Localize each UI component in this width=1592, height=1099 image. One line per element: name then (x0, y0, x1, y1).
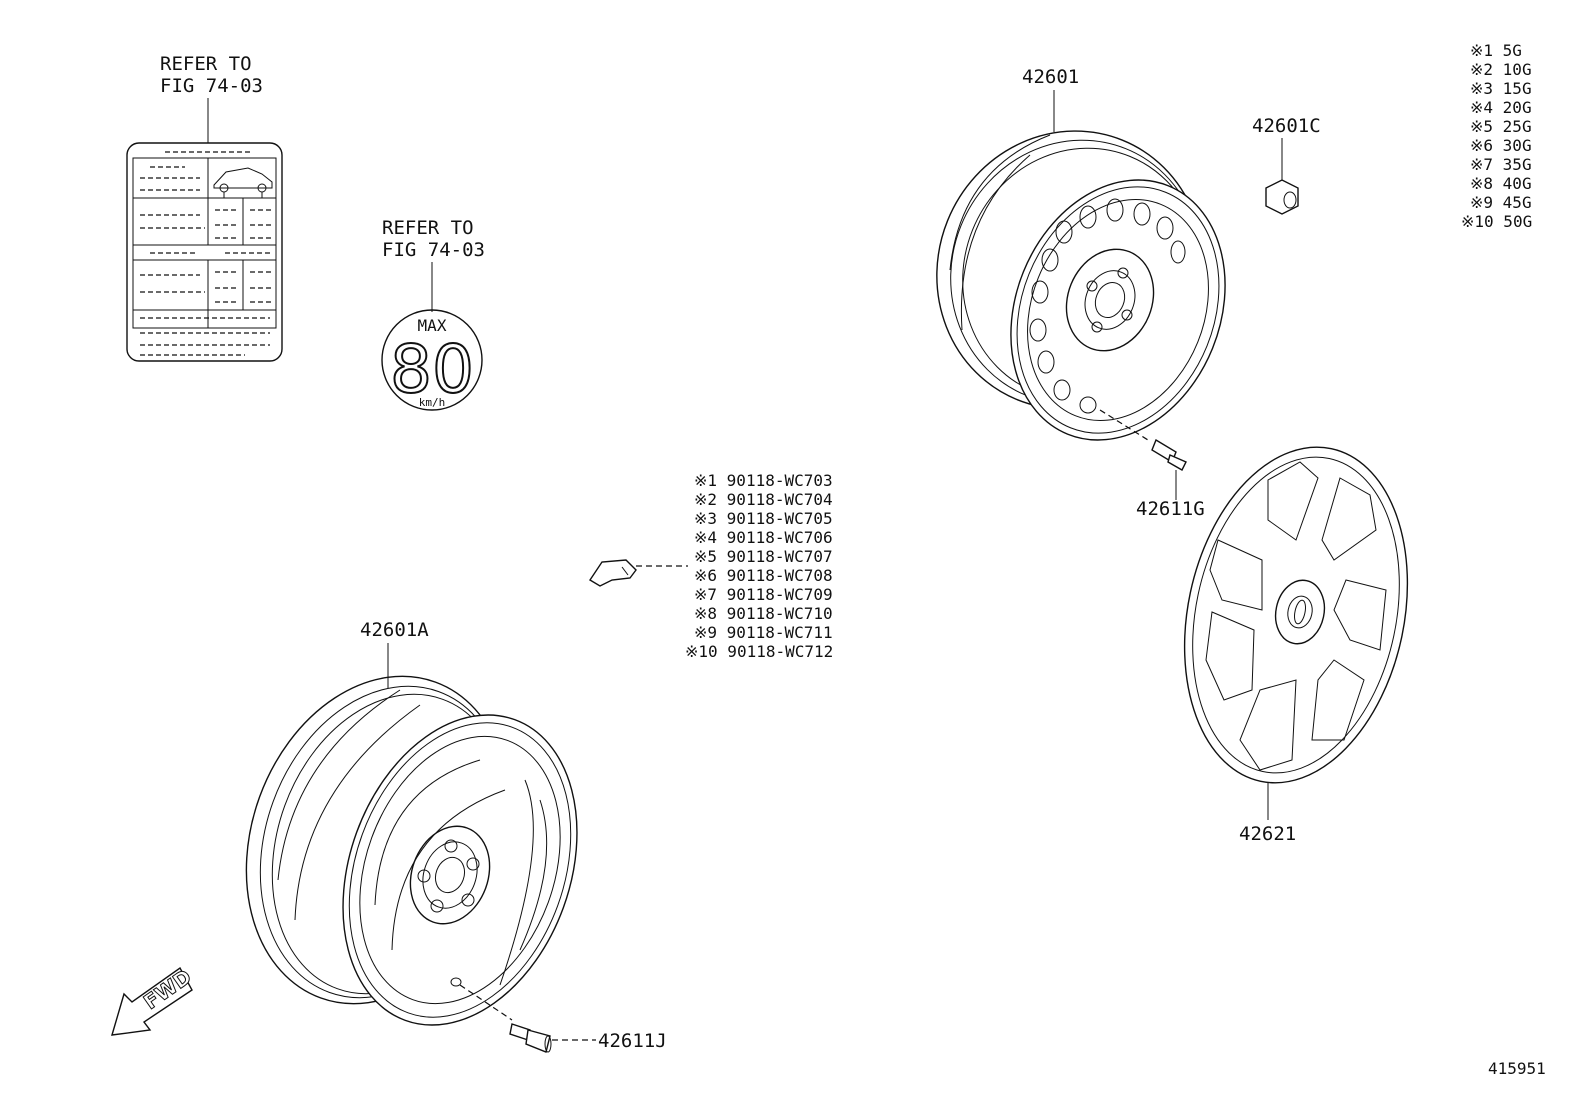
weight-6: ※6 30G (1470, 136, 1532, 155)
steel-wheel-42601: 42601 (936, 66, 1226, 441)
balance-weight-list: ※1 5G ※2 10G ※3 15G ※4 20G ※5 25G ※6 30G… (1461, 41, 1532, 231)
weight-2: ※2 10G (1470, 60, 1532, 79)
weight-3: ※3 15G (1470, 79, 1532, 98)
sensor-part-4: ※4 90118-WC706 (694, 528, 833, 547)
weight-7: ※7 35G (1470, 155, 1532, 174)
part-label-42601C: 42601C (1252, 115, 1321, 137)
sensor-part-5: ※5 90118-WC707 (694, 547, 833, 566)
weight-1: ※1 5G (1470, 41, 1522, 60)
tpms-sensor-icon (589, 559, 637, 587)
weight-9: ※9 45G (1470, 193, 1532, 212)
weight-4: ※4 20G (1470, 98, 1532, 117)
sensor-part-10: ※10 90118-WC712 (685, 642, 833, 661)
spare-wheel-42601A: 42601A (245, 619, 578, 1026)
wheel-cover-42621: 42621 (1183, 446, 1409, 845)
part-label-42611G: 42611G (1136, 498, 1205, 520)
sensor-part-8: ※8 90118-WC710 (694, 604, 833, 623)
speed-sticker-unit: km/h (419, 396, 446, 409)
sensor-part-9: ※9 90118-WC711 (694, 623, 833, 642)
part-label-42621: 42621 (1239, 823, 1296, 845)
valve-42611J: 42611J (509, 1023, 667, 1053)
part-label-42601: 42601 (1022, 66, 1079, 88)
weight-8: ※8 40G (1470, 174, 1532, 193)
sensor-part-6: ※6 90118-WC708 (694, 566, 833, 585)
sensor-part-7: ※7 90118-WC709 (694, 585, 833, 604)
sensor-part-1: ※1 90118-WC703 (694, 471, 833, 490)
tire-placard-icon (126, 142, 283, 362)
speed-sticker-max: MAX (418, 316, 447, 335)
part-label-42601A: 42601A (360, 619, 429, 641)
valve-42611G: 42611G (1136, 438, 1205, 520)
weight-5: ※5 25G (1470, 117, 1532, 136)
wheel-nut-42601C: 42601C (1252, 115, 1321, 215)
refer-label-2-line1: REFER TO (382, 217, 474, 239)
fwd-arrow-icon: FWD (111, 964, 196, 1036)
speed-sticker-icon (381, 309, 483, 411)
refer-label-2-line2: FIG 74-03 (382, 239, 485, 261)
tire-placard-group: REFER TO FIG 74-03 (126, 53, 283, 362)
tpms-sensor-group: ※1 90118-WC703 ※2 90118-WC704 ※3 90118-W… (589, 471, 833, 661)
sensor-part-3: ※3 90118-WC705 (694, 509, 833, 528)
speed-sticker-value: 80 (390, 331, 474, 408)
figure-number: 415951 (1488, 1059, 1546, 1078)
weight-10: ※10 50G (1461, 212, 1532, 231)
part-label-42611J: 42611J (598, 1030, 667, 1052)
refer-label-line2: FIG 74-03 (160, 75, 263, 97)
speed-sticker-group: REFER TO FIG 74-03 MAX 80 km/h (381, 217, 485, 411)
sensor-part-2: ※2 90118-WC704 (694, 490, 833, 509)
refer-label-line1: REFER TO (160, 53, 252, 75)
